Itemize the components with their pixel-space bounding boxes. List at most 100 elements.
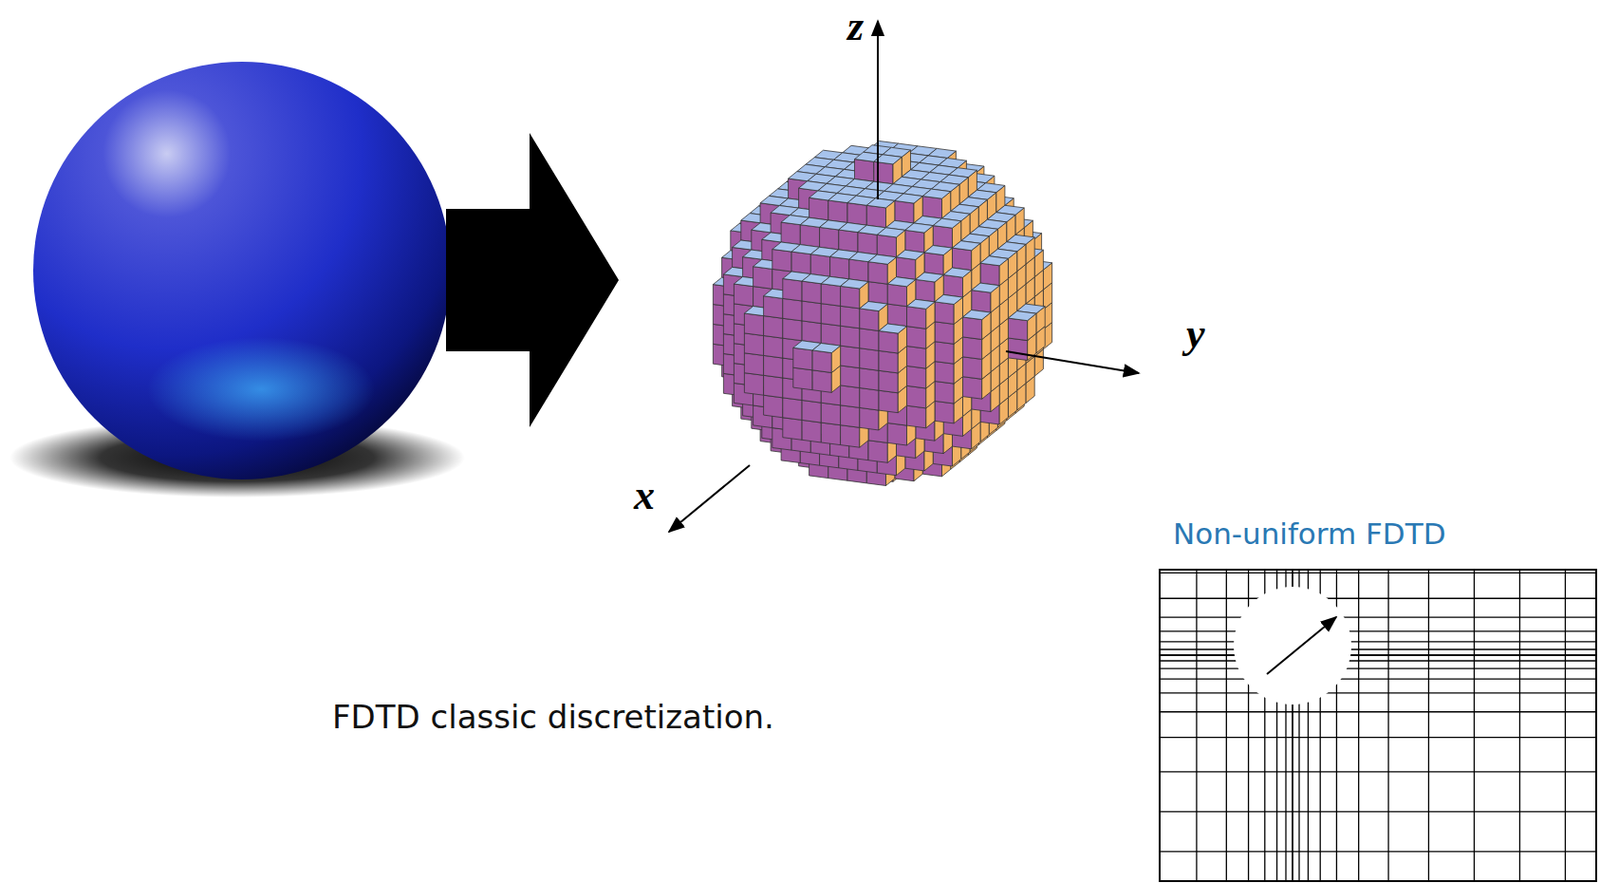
voxel-face xyxy=(963,310,992,320)
voxel-face xyxy=(820,402,840,426)
grid-line xyxy=(1159,710,1597,712)
voxel-face xyxy=(859,301,889,312)
voxel-face xyxy=(868,440,888,464)
grid-line xyxy=(1159,616,1597,618)
grid-line xyxy=(1195,569,1197,881)
voxel-face xyxy=(878,370,898,393)
voxel-face xyxy=(971,282,1000,293)
caption: FDTD classic discretization. xyxy=(332,697,775,737)
voxel-face xyxy=(874,161,894,185)
voxel-face xyxy=(782,317,802,341)
voxel-face xyxy=(887,283,907,307)
voxel-face xyxy=(887,303,907,327)
voxel-face xyxy=(922,188,951,199)
grid-line xyxy=(1159,630,1597,632)
voxel-face xyxy=(840,345,860,369)
voxel-face xyxy=(924,252,944,276)
voxel-face xyxy=(1007,337,1027,361)
voxel-face xyxy=(744,333,763,356)
grid-line xyxy=(1519,569,1521,881)
voxel-face xyxy=(763,394,783,418)
voxel-face xyxy=(887,423,907,447)
voxel-face xyxy=(782,417,802,441)
axis-label: y xyxy=(1186,313,1206,355)
voxel-face xyxy=(934,341,954,365)
voxel-face xyxy=(859,368,879,391)
voxel-face xyxy=(782,397,802,421)
voxel-face xyxy=(847,203,867,226)
voxel-face xyxy=(840,385,860,409)
axis-label: z xyxy=(847,5,864,48)
voxel-face xyxy=(963,316,983,340)
voxel-face xyxy=(971,290,991,314)
voxel-face xyxy=(840,425,860,448)
voxel-face xyxy=(820,422,840,446)
grid-line xyxy=(1428,569,1430,881)
grid-line xyxy=(1159,653,1597,655)
voxel-face xyxy=(840,279,869,289)
voxel-face xyxy=(868,281,888,305)
voxel-face xyxy=(793,347,813,371)
voxel-face xyxy=(838,229,858,253)
voxel-face xyxy=(943,267,972,278)
voxel-face xyxy=(828,200,848,224)
voxel-face xyxy=(744,353,763,376)
voxel-face xyxy=(907,306,927,330)
voxel-face xyxy=(907,365,927,389)
voxel-face xyxy=(809,197,829,221)
grid-object xyxy=(1233,586,1352,705)
voxel-face xyxy=(980,256,1008,266)
voxel-face xyxy=(801,280,821,304)
grid-line xyxy=(1159,640,1597,642)
grid-line xyxy=(1159,691,1597,693)
voxel-face xyxy=(915,272,944,282)
voxel-face xyxy=(868,261,888,285)
voxel-face xyxy=(763,354,783,378)
voxel-face xyxy=(934,294,964,304)
grid-line xyxy=(1159,667,1597,669)
voxel-face xyxy=(840,405,860,428)
voxel-face xyxy=(907,298,936,309)
voxel-face xyxy=(744,313,763,336)
voxel-face xyxy=(753,266,773,290)
grid-border xyxy=(1159,569,1597,881)
grid-line xyxy=(1159,736,1597,738)
voxel-face xyxy=(934,361,954,385)
grid-line xyxy=(1159,850,1597,852)
y-axis xyxy=(1005,351,1139,373)
voxel-face xyxy=(840,325,860,349)
voxel-face xyxy=(859,348,879,372)
grid-line xyxy=(1564,569,1566,881)
voxel-face xyxy=(859,328,879,352)
voxel-face xyxy=(894,193,923,204)
voxel-face xyxy=(812,343,841,354)
voxel-face xyxy=(812,370,832,393)
voxel-face xyxy=(934,321,954,345)
voxel-face xyxy=(868,254,897,264)
voxel-face xyxy=(932,218,962,228)
voxel-face xyxy=(801,419,821,443)
voxel-face xyxy=(820,303,840,327)
voxel-face xyxy=(876,227,906,238)
voxel-face xyxy=(1007,311,1037,321)
voxel-face xyxy=(896,257,916,280)
voxel-face xyxy=(840,285,860,309)
grid-line xyxy=(1159,770,1597,772)
voxel-face xyxy=(849,259,869,282)
voxel-face xyxy=(866,198,895,208)
grid-line xyxy=(1358,569,1359,881)
voxel-face xyxy=(801,320,821,344)
voxel-face xyxy=(840,305,860,329)
voxel-face xyxy=(763,296,783,319)
voxel-face xyxy=(907,385,927,409)
panel-title: Non-uniform FDTD xyxy=(1172,516,1447,552)
voxel-face xyxy=(859,388,879,411)
voxel-face xyxy=(820,323,840,347)
voxel-face xyxy=(819,226,839,250)
voxel-face xyxy=(907,326,927,350)
grid-line xyxy=(1473,569,1475,881)
voxel-face xyxy=(952,247,972,271)
voxel-face xyxy=(907,405,927,428)
sphere xyxy=(33,61,451,480)
